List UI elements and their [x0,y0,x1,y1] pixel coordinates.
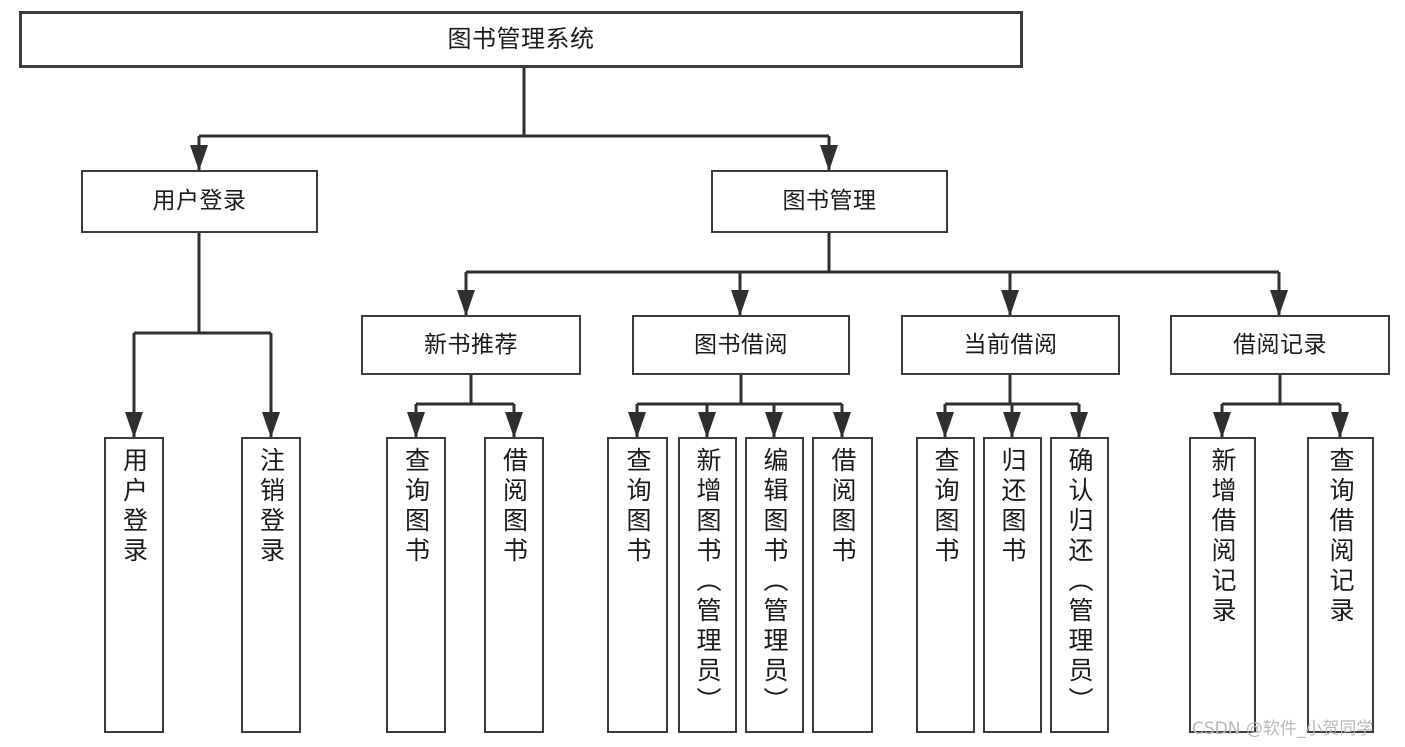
node-label: 图书管理 [782,188,877,215]
node-login: 用户登录 [81,170,318,233]
node-leaf-query-book-2: 查询图书 [607,437,668,733]
node-newbook: 新书推荐 [361,315,581,375]
node-label: 用户登录 [119,447,149,567]
edge-arrowhead [407,412,425,438]
edge-arrowhead [262,412,280,438]
node-label: 确认归还（管理员） [1065,447,1094,717]
node-label: 查询图书 [931,447,960,567]
node-label: 查询借阅记录 [1326,447,1355,627]
edge-arrowhead [820,145,838,171]
edge-arrowhead [698,412,716,438]
node-leaf-confirm-return: 确认归还（管理员） [1050,437,1109,733]
node-leaf-add-record: 新增借阅记录 [1189,437,1256,733]
node-leaf-user-login: 用户登录 [104,437,164,733]
node-label: 借阅图书 [828,447,857,567]
edge-arrowhead [833,412,851,438]
edge-arrowhead [1213,412,1231,438]
node-borrow: 图书借阅 [632,315,850,375]
node-leaf-borrow-book-2: 借阅图书 [812,437,873,733]
node-label: 新增借阅记录 [1208,447,1237,627]
node-leaf-query-book-1: 查询图书 [386,437,446,733]
node-records: 借阅记录 [1170,315,1390,375]
node-leaf-query-book-3: 查询图书 [916,437,975,733]
edge-arrowhead [505,412,523,438]
node-root: 图书管理系统 [19,11,1023,68]
edge-arrowhead [765,412,783,438]
edge-arrowhead [1270,290,1288,316]
edge-arrowhead [731,290,749,316]
node-current: 当前借阅 [901,315,1120,375]
node-leaf-user-logout: 注销登录 [241,437,301,733]
node-label: 图书管理系统 [447,24,595,53]
edge-arrowhead [1331,412,1349,438]
node-label: 编辑图书（管理员） [760,447,789,717]
node-label: 用户登录 [152,188,247,215]
edge-arrowhead [1070,412,1088,438]
node-label: 图书借阅 [694,331,788,358]
node-leaf-borrow-book-1: 借阅图书 [484,437,544,733]
node-leaf-add-book: 新增图书（管理员） [678,437,737,733]
node-label: 归还图书 [998,447,1027,567]
node-label: 借阅记录 [1233,331,1327,358]
edge-arrowhead [936,412,954,438]
node-label: 新书推荐 [424,331,518,358]
node-leaf-query-record: 查询借阅记录 [1307,437,1374,733]
node-bookmgmt: 图书管理 [711,170,948,233]
node-label: 新增图书（管理员） [693,447,722,717]
edge-arrowhead [125,412,143,438]
edge-arrowhead [1003,412,1021,438]
csdn-watermark: CSDN @软件_小贺同学 [1192,719,1374,739]
node-leaf-edit-book: 编辑图书（管理员） [745,437,804,733]
node-label: 借阅图书 [499,447,529,567]
edge-arrowhead [628,412,646,438]
node-label: 查询图书 [623,447,652,567]
edge-arrowhead [457,290,475,316]
node-label: 查询图书 [401,447,431,567]
edge-arrowhead [190,145,208,171]
node-label: 当前借阅 [963,331,1058,358]
edge-arrowhead [1001,290,1019,316]
node-leaf-return-book: 归还图书 [983,437,1042,733]
node-label: 注销登录 [256,447,286,567]
